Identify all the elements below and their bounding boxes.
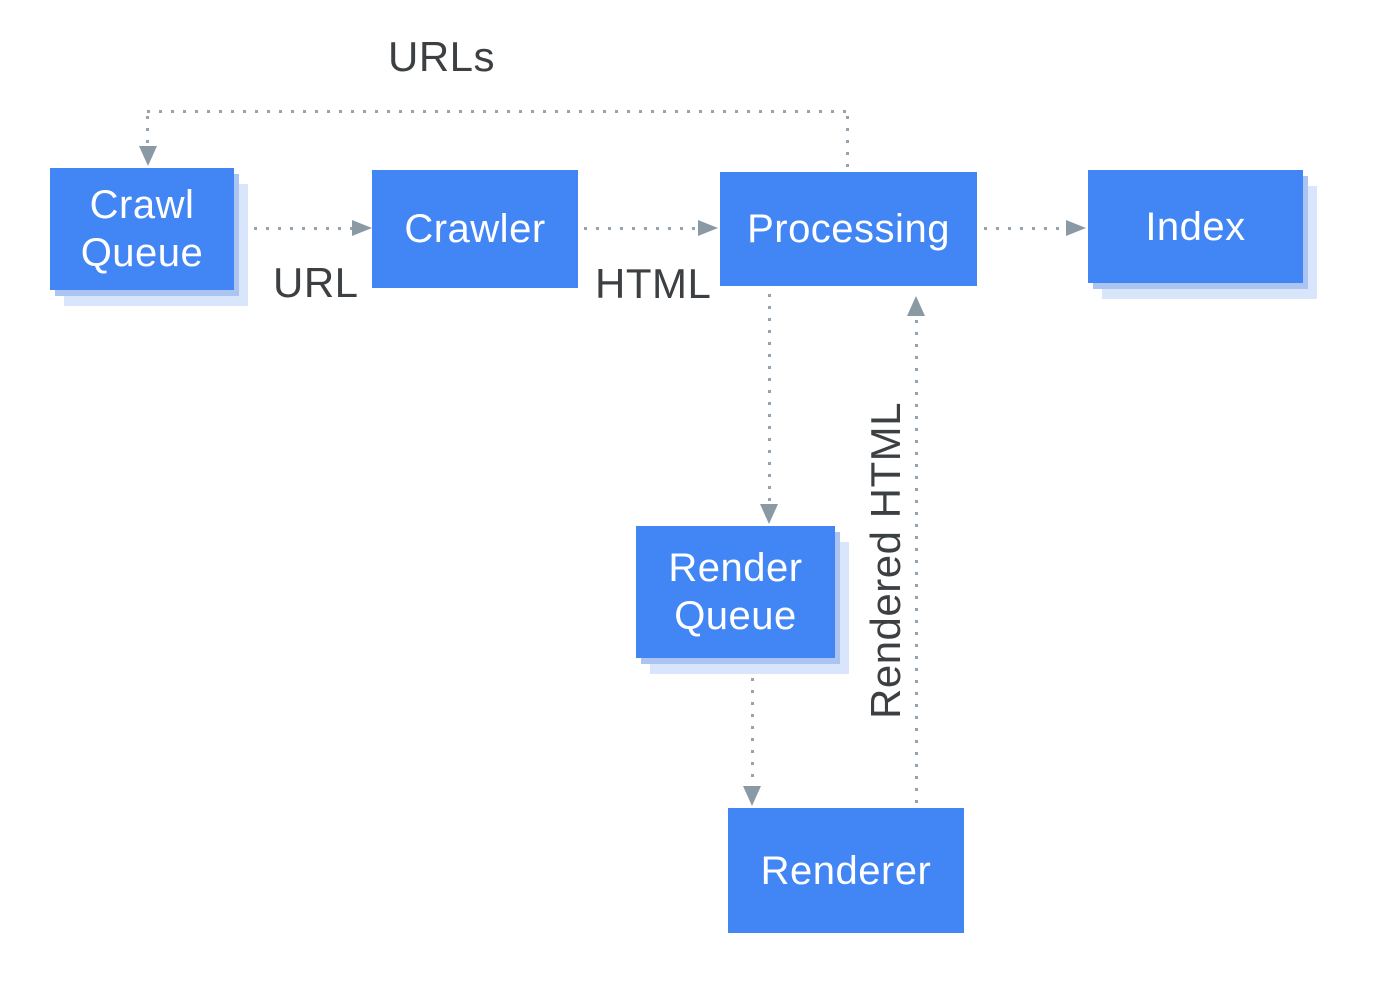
node-renderer: Renderer — [728, 808, 964, 933]
node-processing: Processing — [720, 172, 977, 286]
edge-label-rendered-html: Rendered HTML — [862, 402, 909, 719]
node-crawl-queue-label: Crawl Queue — [80, 183, 204, 275]
edge-renderqueue-to-renderer — [751, 678, 754, 786]
node-renderer-label: Renderer — [760, 848, 932, 893]
edge-crawlqueue-to-crawler — [254, 227, 352, 230]
edge-renderer-to-processing — [915, 320, 918, 806]
arrowhead-into-crawler — [352, 220, 372, 236]
node-processing-label: Processing — [747, 207, 950, 251]
edge-processing-to-index — [984, 227, 1066, 230]
edge-label-html: HTML — [595, 260, 712, 307]
arrowhead-into-render-queue — [760, 504, 778, 524]
edge-processing-to-renderqueue — [768, 294, 771, 504]
edge-crawler-to-processing — [584, 227, 696, 230]
arrowhead-into-renderer — [743, 786, 761, 806]
node-crawler: Crawler — [372, 170, 578, 288]
arrowhead-into-processing-bottom — [907, 296, 925, 316]
node-render-queue: Render Queue — [636, 526, 835, 658]
edge-label-urls: URLs — [388, 33, 496, 80]
edge-processing-to-crawlqueue-segment-across — [147, 110, 849, 113]
node-crawl-queue: Crawl Queue — [50, 168, 234, 290]
node-crawler-label: Crawler — [404, 207, 546, 251]
edge-processing-to-crawlqueue-segment-up — [846, 116, 849, 170]
arrowhead-into-processing — [698, 220, 718, 236]
edge-label-url: URL — [273, 259, 359, 306]
edge-processing-to-crawlqueue-segment-down — [146, 116, 149, 144]
node-index: Index — [1088, 170, 1303, 283]
node-render-queue-label: Render Queue — [668, 546, 803, 638]
node-index-label: Index — [1145, 204, 1246, 249]
arrowhead-into-index — [1066, 220, 1086, 236]
arrowhead-into-crawl-queue — [139, 146, 157, 166]
